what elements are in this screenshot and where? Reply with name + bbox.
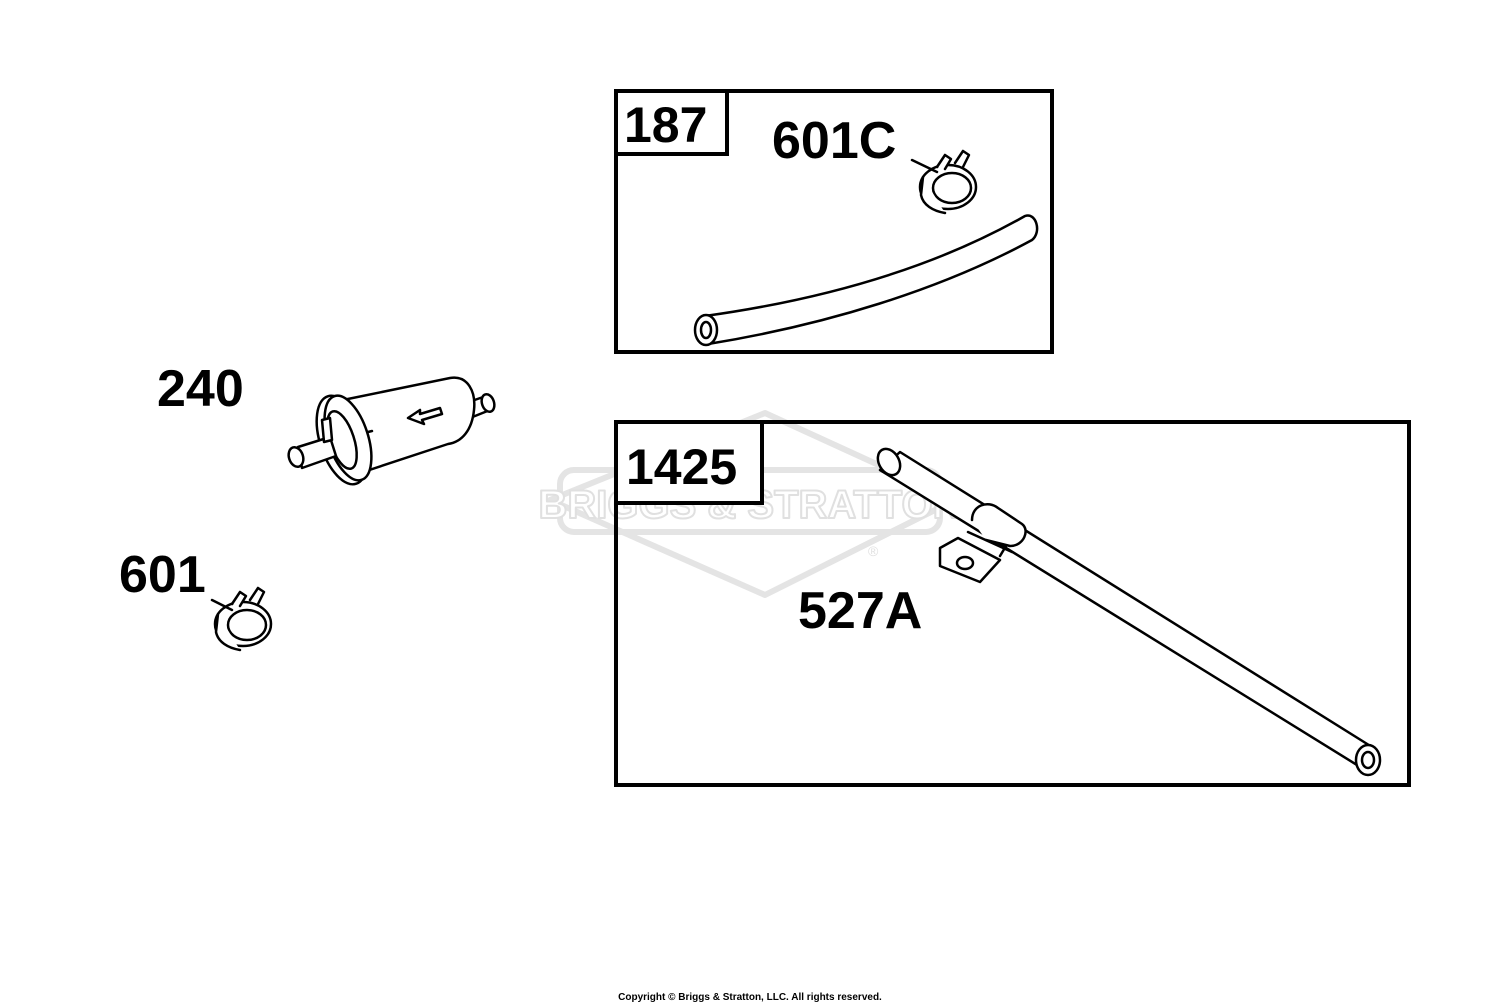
- kit-187-box: [614, 89, 1054, 354]
- kit-187-number-box: [618, 93, 729, 156]
- kit-1425-number: 1425: [626, 439, 738, 495]
- kit-1425-box: [614, 420, 1411, 787]
- fuel-line-527a-drawing: [876, 447, 1382, 777]
- fuel-filter-240-drawing: [287, 376, 496, 486]
- part-label-601c: 601C: [772, 112, 897, 170]
- fuel-hose-187-drawing: [693, 214, 1039, 347]
- kit-187-number: 187: [624, 97, 708, 153]
- hose-clamp-601-drawing: [210, 586, 273, 652]
- part-label-601: 601: [119, 546, 206, 604]
- part-label-240: 240: [157, 360, 244, 418]
- kit-1425-number-box: [618, 424, 764, 505]
- hose-clamp-601c-drawing: [910, 149, 978, 215]
- copyright-footer: Copyright © Briggs & Stratton, LLC. All …: [618, 992, 882, 1003]
- watermark-registered: ®: [868, 543, 879, 559]
- part-label-527a: 527A: [798, 582, 923, 640]
